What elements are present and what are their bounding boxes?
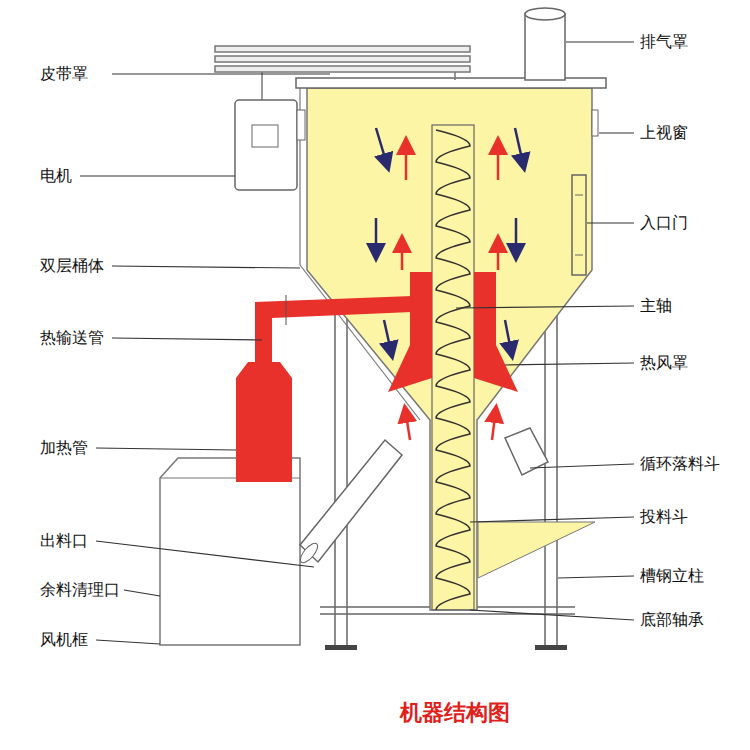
part-label: 电机	[40, 166, 72, 186]
screw-spiral	[436, 130, 470, 610]
part-label: 热风罩	[640, 353, 688, 373]
inlet-door	[572, 175, 586, 275]
part-label: 槽钢立柱	[640, 566, 704, 586]
part-label: 主轴	[640, 296, 672, 316]
part-label: 双层桶体	[40, 256, 104, 276]
part-label: 出料口	[40, 531, 88, 551]
part-label: 入口门	[640, 213, 688, 233]
upper-window	[592, 110, 598, 136]
part-label: 排气罩	[640, 32, 688, 52]
leader-lines	[80, 42, 634, 644]
part-label: 投料斗	[640, 507, 688, 527]
heating-pipe	[236, 378, 292, 482]
motor	[235, 100, 297, 190]
exhaust-hood	[525, 14, 565, 80]
part-label: 热输送管	[40, 328, 104, 348]
part-label: 余料清理口	[40, 580, 120, 600]
flow-arrows	[376, 128, 524, 356]
part-label: 底部轴承	[640, 610, 704, 630]
part-label: 循环落料斗	[640, 454, 720, 474]
main-shaft	[432, 125, 474, 610]
part-label: 上视窗	[640, 123, 688, 143]
part-label: 加热管	[40, 438, 88, 458]
feed-hopper	[478, 522, 595, 578]
part-label: 风机框	[40, 630, 88, 650]
caption: 机器结构图	[400, 700, 510, 726]
hot-air-hood	[388, 272, 432, 392]
hot-air-arrows	[402, 140, 498, 440]
screw-blade	[436, 130, 470, 610]
hot-air-pipe	[255, 296, 412, 362]
belt-cover	[215, 46, 470, 100]
part-label: 皮带罩	[40, 64, 88, 84]
